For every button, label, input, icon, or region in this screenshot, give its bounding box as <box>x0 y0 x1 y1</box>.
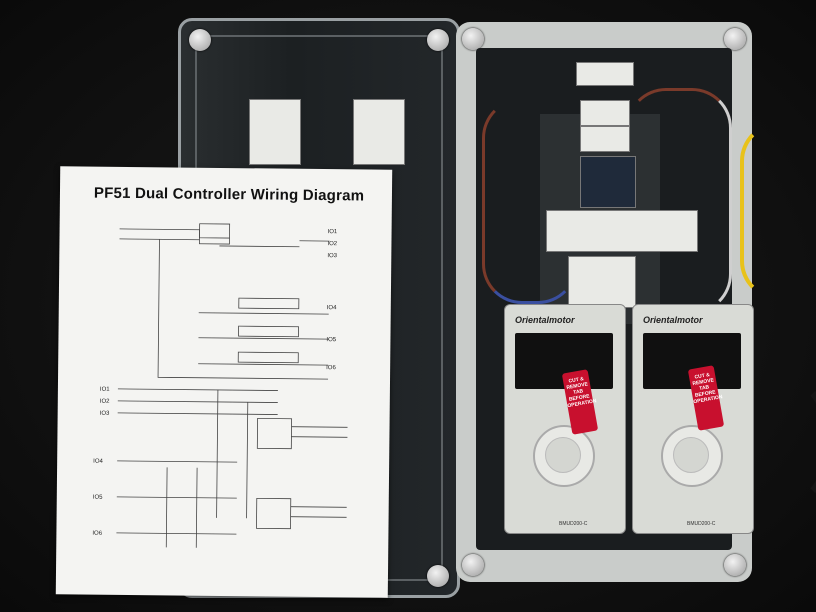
box-screw <box>462 554 484 576</box>
io-label: IO4 <box>93 459 103 465</box>
drive-brand: Orientalmotor <box>643 315 703 325</box>
motor-drive-2: Orientalmotor BMUD200-C CUT & REMOVE TAB… <box>632 304 754 534</box>
enclosure-box: Orientalmotor BMUD200-C CUT & REMOVE TAB… <box>456 22 754 582</box>
io-label: IO3 <box>100 411 110 417</box>
lid-relay <box>249 99 301 165</box>
black-cable <box>752 380 816 504</box>
io-label: IO2 <box>327 241 337 247</box>
io-label: IO1 <box>100 387 110 393</box>
knob-center <box>673 437 709 473</box>
wire-bundle <box>482 98 578 304</box>
io-label: IO6 <box>326 365 336 371</box>
wire-bundle <box>626 88 732 314</box>
box-screw <box>724 28 746 50</box>
lid-screw <box>427 565 449 587</box>
drive-model: BMUD200-C <box>559 521 588 527</box>
wiring-diagram-paper: PF51 Dual Controller Wiring Diagram IO1 … <box>55 166 393 598</box>
lid-screw <box>189 29 211 51</box>
lid-relay <box>353 99 405 165</box>
terminal-block <box>576 62 634 86</box>
io-label: IO6 <box>92 531 102 537</box>
io-label: IO1 <box>328 229 338 235</box>
relay-module <box>580 100 630 126</box>
schematic-drawing: IO1 IO2 IO3 IO4 IO5 IO6 IO1 IO2 IO3 IO4 … <box>92 223 348 548</box>
drive-model: BMUD200-C <box>687 521 716 527</box>
io-label: IO3 <box>327 253 337 259</box>
io-label: IO5 <box>93 495 103 501</box>
relay-module <box>580 126 630 152</box>
motor-drive-1: Orientalmotor BMUD200-C CUT & REMOVE TAB… <box>504 304 626 534</box>
yellow-cable <box>740 122 816 300</box>
lid-screw <box>427 29 449 51</box>
box-screw <box>462 28 484 50</box>
io-label: IO4 <box>327 305 337 311</box>
io-label: IO2 <box>100 399 110 405</box>
circuit-breakers <box>546 210 698 252</box>
io-label: IO5 <box>326 337 336 343</box>
drive-brand: Orientalmotor <box>515 315 575 325</box>
knob-center <box>545 437 581 473</box>
box-screw <box>724 554 746 576</box>
power-supply <box>580 156 636 208</box>
